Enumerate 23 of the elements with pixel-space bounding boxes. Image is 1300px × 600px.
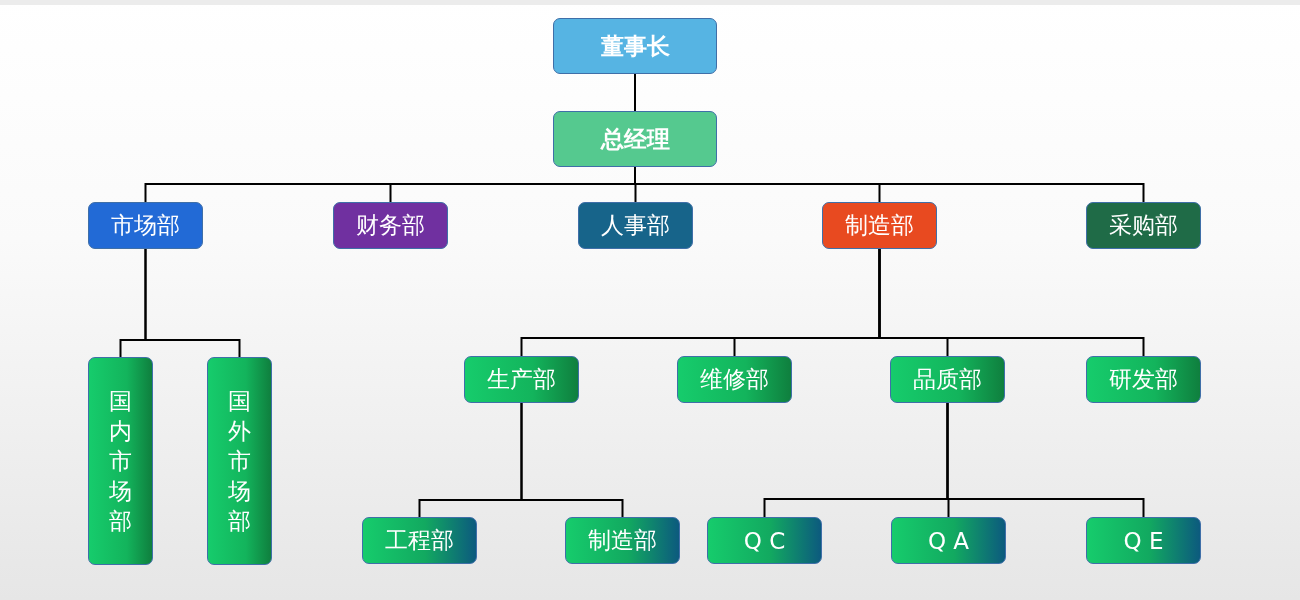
org-box: 财务部 — [333, 202, 448, 249]
org-box: Q C — [707, 517, 822, 564]
org-box: 生产部 — [464, 356, 579, 403]
org-box: 品质部 — [890, 356, 1005, 403]
org-box: 采购部 — [1086, 202, 1201, 249]
org-box: 工程部 — [362, 517, 477, 564]
org-box: 制造部 — [565, 517, 680, 564]
org-box: 市场部 — [88, 202, 203, 249]
org-box: 人事部 — [578, 202, 693, 249]
org-box: 研发部 — [1086, 356, 1201, 403]
connector-line — [144, 248, 241, 358]
org-box: 总经理 — [553, 111, 717, 167]
org-box: 董事长 — [553, 18, 717, 74]
connector-line — [878, 248, 1145, 357]
org-box: 制造部 — [822, 202, 937, 249]
connector-line — [520, 402, 624, 518]
connector-line — [634, 73, 636, 112]
org-box: Q E — [1086, 517, 1201, 564]
connector-line — [946, 402, 1145, 518]
org-box: 维修部 — [677, 356, 792, 403]
org-box: 国内市场部 — [88, 357, 153, 565]
org-box: 国外市场部 — [207, 357, 272, 565]
org-box: Q A — [891, 517, 1006, 564]
